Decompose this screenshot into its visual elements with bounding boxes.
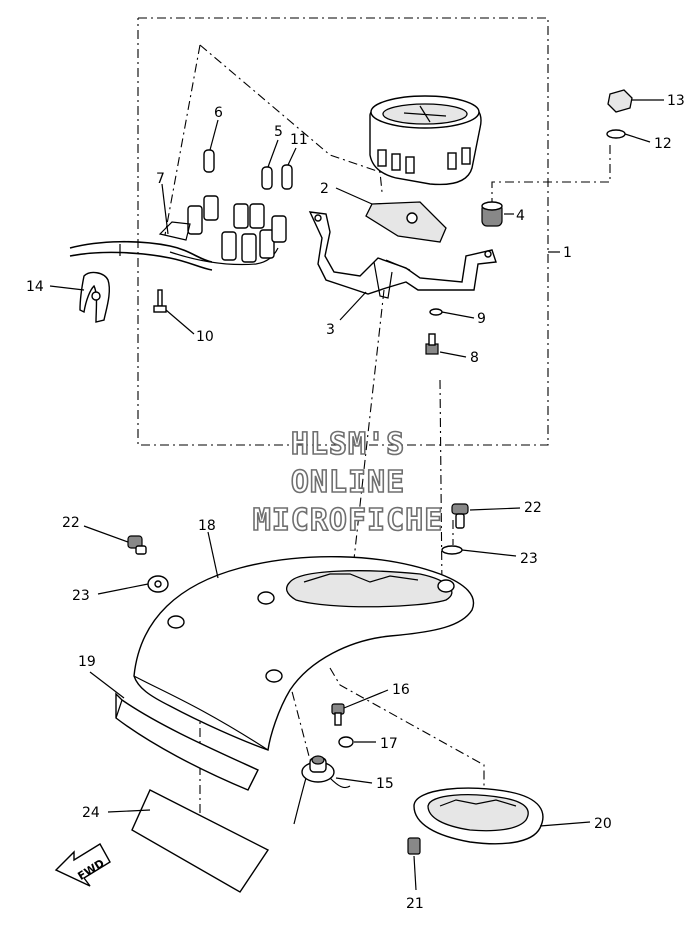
callout-18: 18	[198, 518, 216, 534]
trim-strip	[115, 692, 259, 791]
clamp-part	[79, 271, 111, 323]
callout-22-right: 22	[524, 500, 542, 516]
washer-part-right	[441, 545, 463, 555]
callout-11: 11	[290, 132, 308, 148]
watermark-line-2: ONLINE	[291, 465, 405, 500]
watermark-line-3: MICROFICHE	[253, 503, 444, 538]
watermark-line-1: HLSM'S	[291, 427, 405, 462]
bolt-and-washer	[425, 308, 443, 355]
grommet-part	[481, 201, 503, 227]
watermark: HLSM'S ONLINE MICROFICHE	[252, 426, 444, 539]
switch-part	[293, 755, 351, 825]
screw-part	[153, 289, 167, 313]
callout-9: 9	[477, 311, 486, 327]
wire-harness	[69, 195, 287, 271]
callout-17: 17	[380, 736, 398, 752]
callout-15: 15	[376, 776, 394, 792]
callout-23-right: 23	[520, 551, 538, 567]
callout-4: 4	[516, 208, 525, 224]
callout-22-left: 22	[62, 515, 80, 531]
forward-direction-arrow: FWD	[54, 843, 111, 887]
callout-8: 8	[470, 350, 479, 366]
callout-1: 1	[563, 245, 572, 261]
meter-unit	[369, 95, 482, 186]
callout-24: 24	[82, 805, 100, 821]
meter-housing-panel	[133, 555, 475, 751]
callout-20: 20	[594, 816, 612, 832]
callout-10: 10	[196, 329, 214, 345]
callout-leaders	[49, 99, 664, 891]
meter-cover-part	[365, 201, 447, 243]
bolt-part-left	[127, 535, 147, 555]
callout-12: 12	[654, 136, 672, 152]
washer-and-nut	[606, 89, 633, 139]
callout-7: 7	[156, 171, 165, 187]
screw-and-washer-lower	[331, 703, 354, 748]
bezel-ring	[413, 787, 544, 845]
clip-part	[407, 837, 421, 855]
callout-16: 16	[392, 682, 410, 698]
label-plate	[131, 789, 270, 893]
callout-5: 5	[274, 124, 283, 140]
callout-numbers: 1 2 3 4 5 6 7 8 9 10 11 12 13 14 15 16 1…	[26, 93, 685, 912]
meter-assembly-boundary	[137, 17, 549, 446]
washer-part-left	[147, 575, 169, 593]
callout-13: 13	[667, 93, 685, 109]
callout-2: 2	[320, 181, 329, 197]
callout-23-left: 23	[72, 588, 90, 604]
callout-14: 14	[26, 279, 44, 295]
meter-bracket	[308, 211, 497, 299]
callout-3: 3	[326, 322, 335, 338]
bolt-part-right	[451, 503, 469, 529]
callout-21: 21	[406, 896, 424, 912]
callout-6: 6	[214, 105, 223, 121]
callout-19: 19	[78, 654, 96, 670]
bulb-parts	[203, 149, 293, 190]
